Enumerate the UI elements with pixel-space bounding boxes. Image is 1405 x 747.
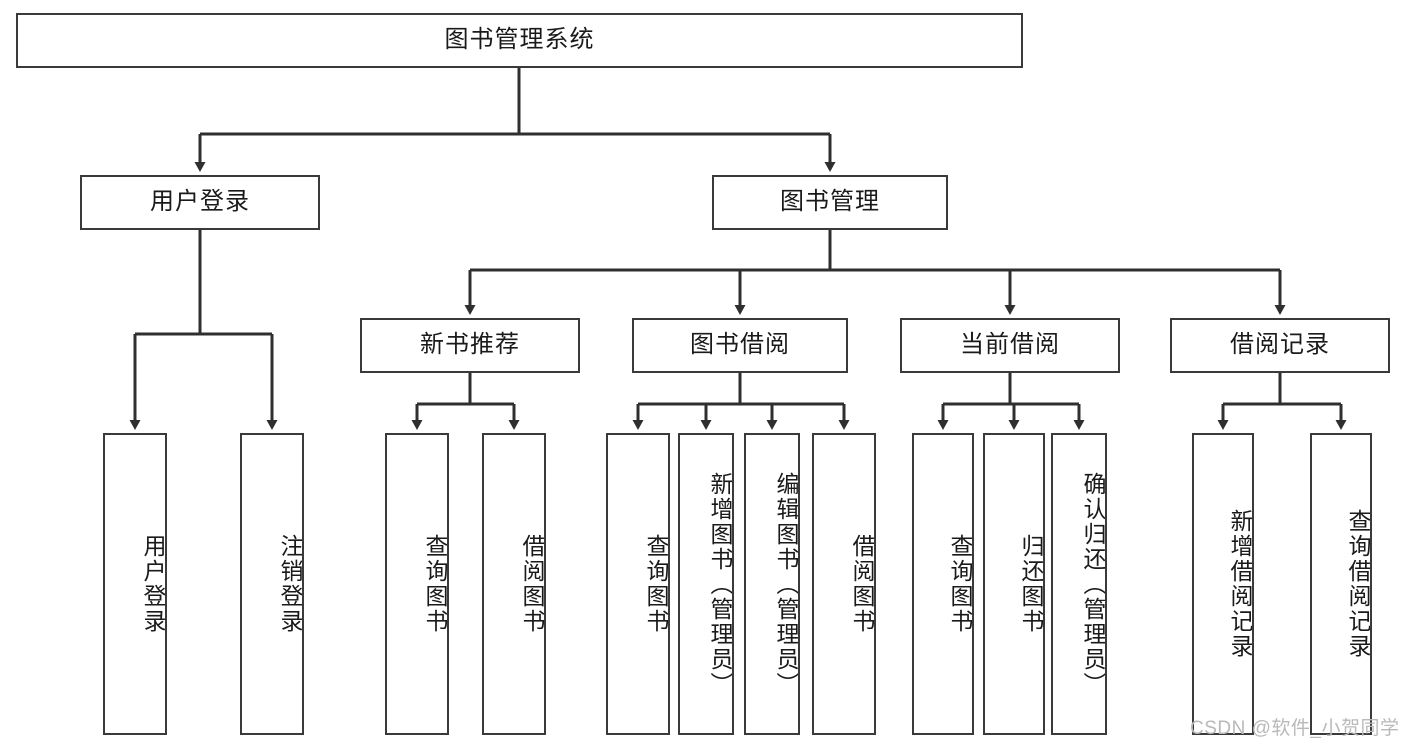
node-label: 编辑图书（管理员）: [773, 471, 799, 697]
node-leaf-borrow-book-2[interactable]: 借阅图书: [812, 433, 876, 735]
node-leaf-confirm-return[interactable]: 确认归还（管理员）: [1051, 433, 1107, 735]
node-label: 查询图书: [947, 534, 973, 634]
node-user-login[interactable]: 用户登录: [80, 175, 320, 230]
node-label: 借阅图书: [519, 534, 545, 634]
node-label: 新增借阅记录: [1227, 509, 1253, 659]
node-leaf-query-book-1[interactable]: 查询图书: [385, 433, 449, 735]
node-label: 归还图书: [1018, 534, 1044, 634]
node-label: 注销登录: [277, 534, 303, 634]
node-leaf-borrow-book-1[interactable]: 借阅图书: [482, 433, 546, 735]
node-label: 查询借阅记录: [1345, 509, 1371, 659]
node-leaf-logout[interactable]: 注销登录: [240, 433, 304, 735]
node-label: 用户登录: [140, 534, 166, 634]
node-label: 确认归还（管理员）: [1080, 471, 1106, 697]
node-label: 查询图书: [643, 534, 669, 634]
node-label: 借阅记录: [1230, 331, 1330, 359]
node-leaf-add-book[interactable]: 新增图书（管理员）: [678, 433, 734, 735]
node-label: 查询图书: [422, 534, 448, 634]
node-root[interactable]: 图书管理系统: [16, 13, 1023, 68]
node-new-book-rec[interactable]: 新书推荐: [360, 318, 580, 373]
csdn-watermark: CSDN @软件_小贺同学: [1190, 718, 1400, 739]
node-leaf-query-record[interactable]: 查询借阅记录: [1310, 433, 1372, 735]
node-label: 当前借阅: [960, 331, 1060, 359]
node-current-borrow[interactable]: 当前借阅: [900, 318, 1120, 373]
node-label: 图书借阅: [690, 331, 790, 359]
node-leaf-query-book-2[interactable]: 查询图书: [606, 433, 670, 735]
node-label: 新增图书（管理员）: [707, 471, 733, 697]
node-label: 新书推荐: [420, 331, 520, 359]
node-leaf-query-book-3[interactable]: 查询图书: [912, 433, 974, 735]
node-book-manage[interactable]: 图书管理: [712, 175, 948, 230]
node-leaf-add-record[interactable]: 新增借阅记录: [1192, 433, 1254, 735]
node-leaf-return-book[interactable]: 归还图书: [983, 433, 1045, 735]
node-label: 借阅图书: [849, 534, 875, 634]
node-book-borrow[interactable]: 图书借阅: [632, 318, 848, 373]
node-label: 用户登录: [150, 188, 250, 216]
node-label: 图书管理系统: [444, 26, 595, 54]
node-label: 图书管理: [780, 188, 880, 216]
node-leaf-edit-book[interactable]: 编辑图书（管理员）: [744, 433, 800, 735]
node-borrow-record[interactable]: 借阅记录: [1170, 318, 1390, 373]
node-leaf-user-login[interactable]: 用户登录: [103, 433, 167, 735]
